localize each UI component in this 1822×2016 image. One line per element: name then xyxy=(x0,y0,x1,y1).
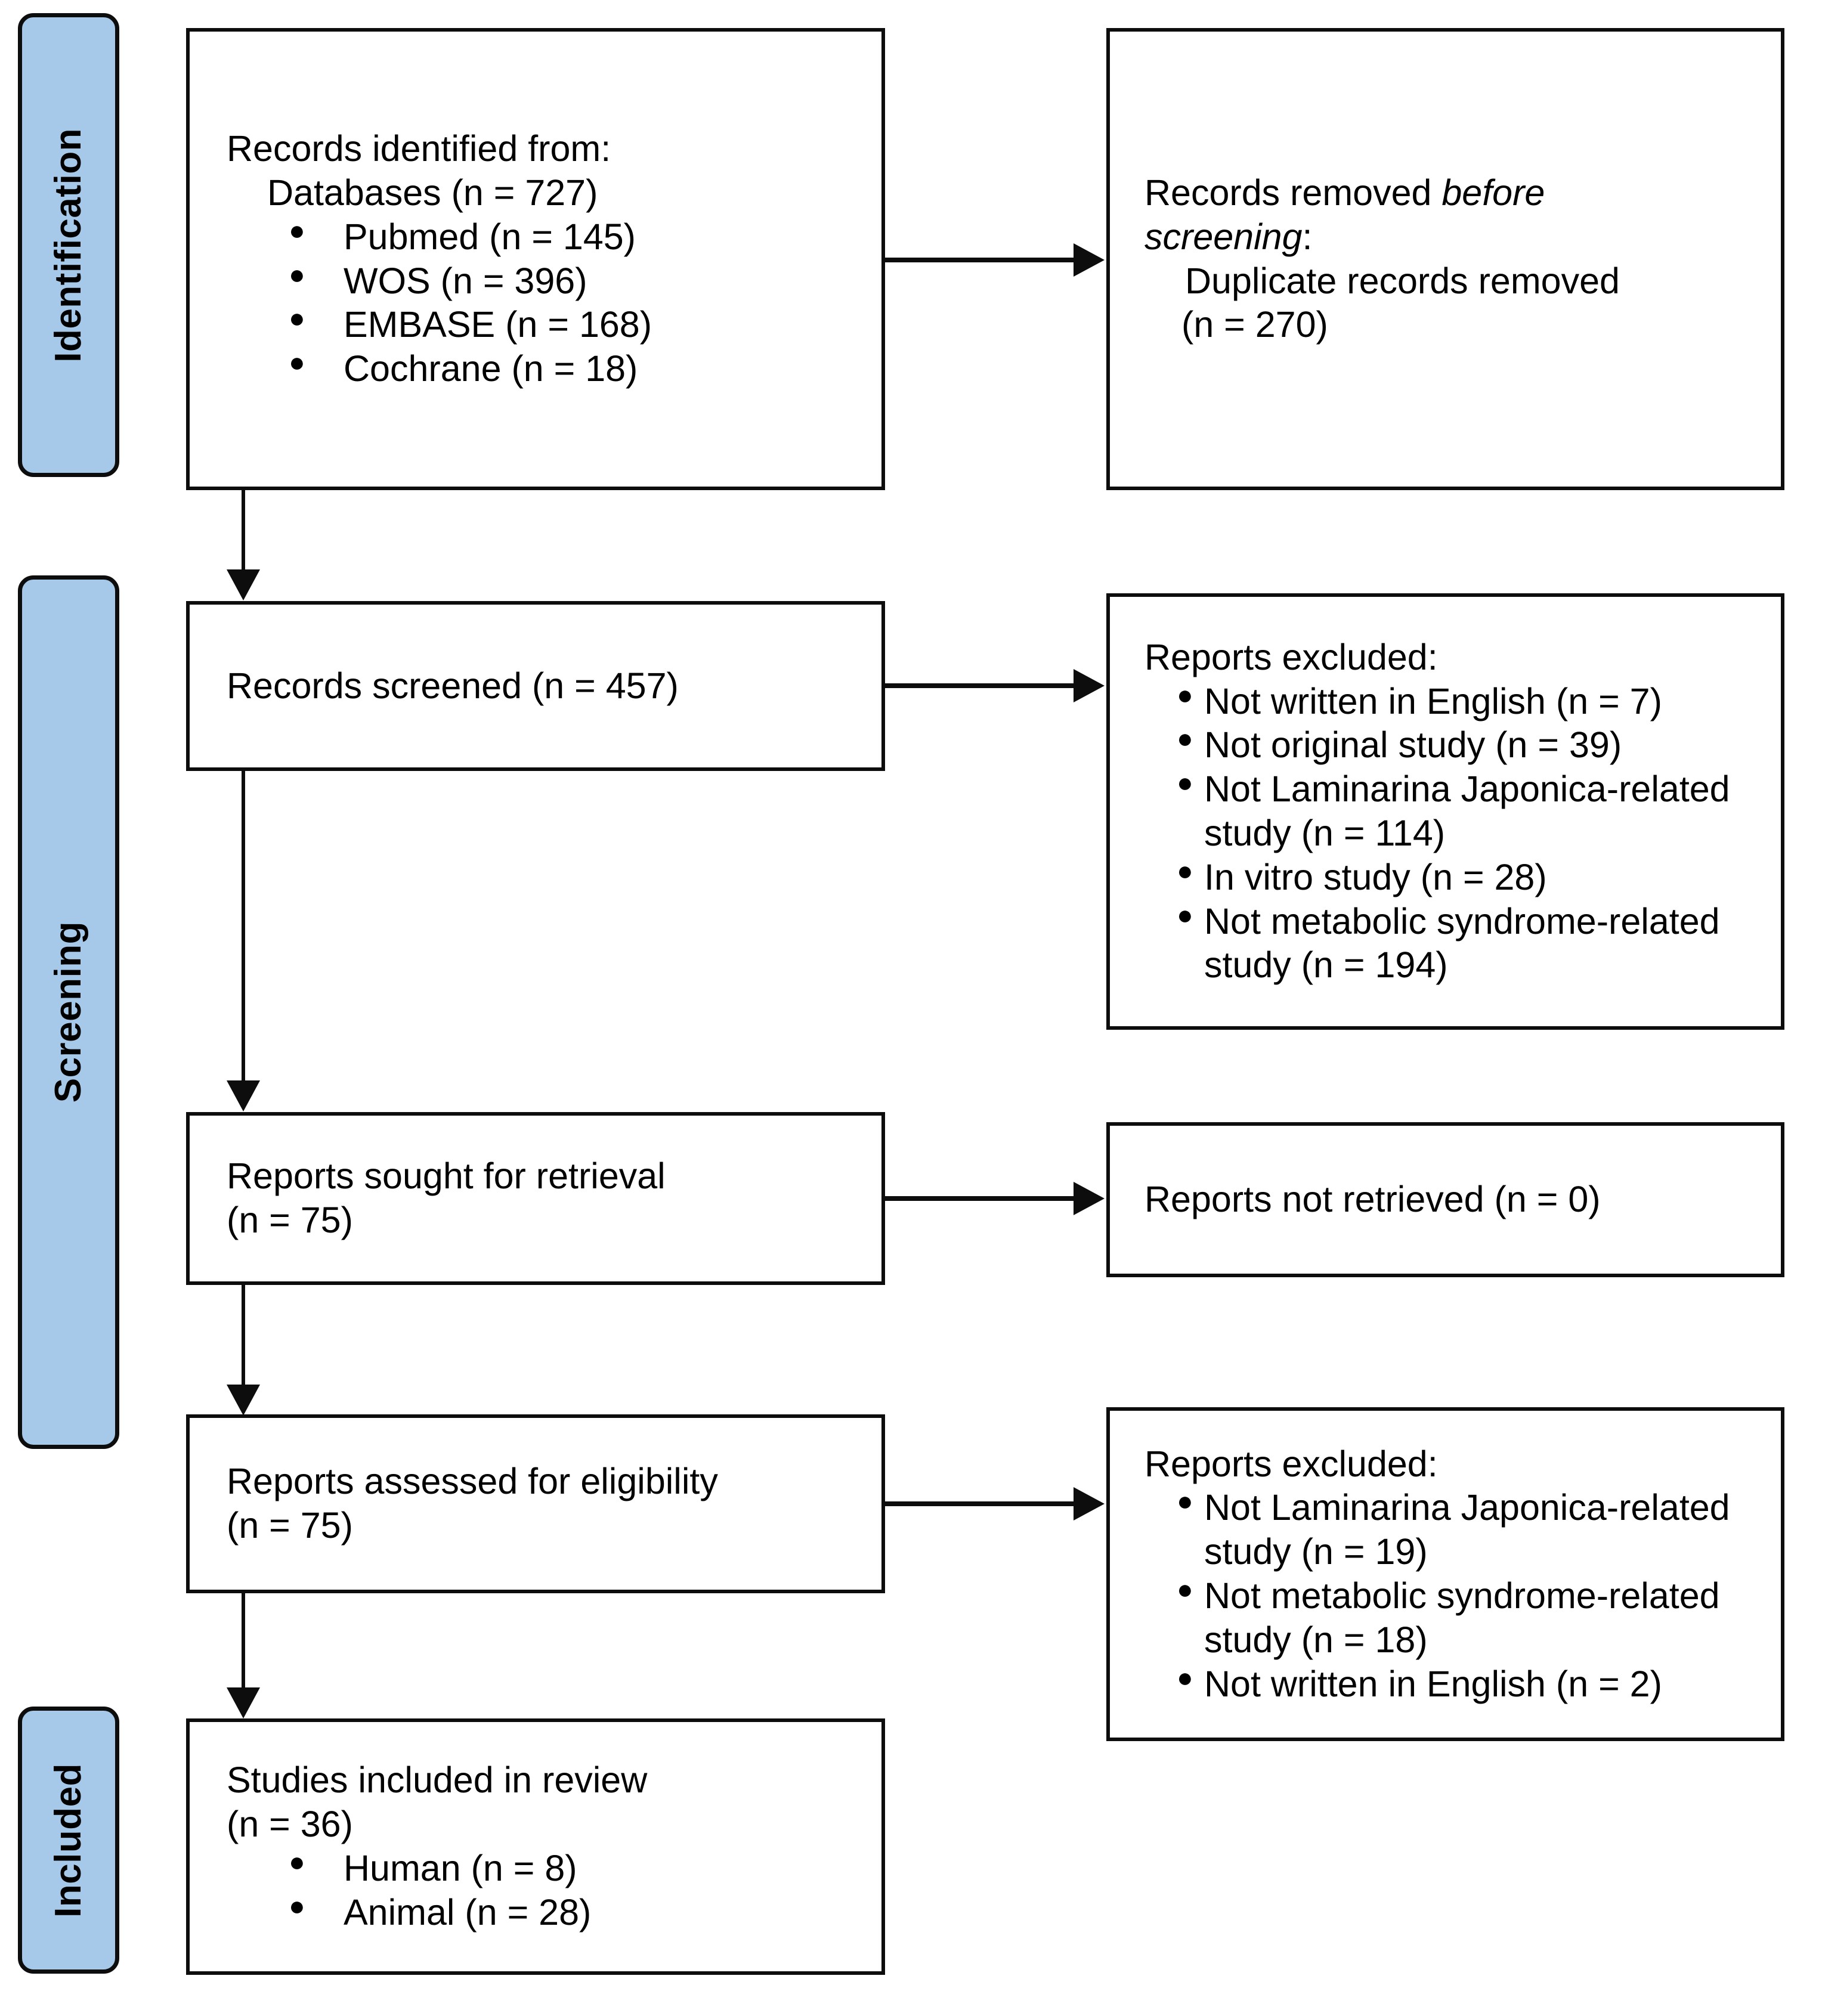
records-removed-line1-plain: Records removed xyxy=(1144,172,1442,213)
arrow-screened-to-sought xyxy=(227,1080,260,1111)
connector-sought-to-assessed xyxy=(242,1285,245,1389)
arrow-screened-to-excluded xyxy=(1074,669,1105,702)
list-item: Animal (n = 28) xyxy=(227,1890,881,1935)
records-removed-line1-italic: before xyxy=(1441,172,1545,213)
list-item: Not metabolic syndrome-related study (n … xyxy=(1144,1573,1781,1662)
list-item: Not original study (n = 39) xyxy=(1144,722,1781,767)
list-item: Cochrane (n = 18) xyxy=(227,346,881,391)
box-reports-sought: Reports sought for retrieval (n = 75) xyxy=(186,1112,885,1285)
list-item: Not written in English (n = 2) xyxy=(1144,1661,1781,1707)
stage-label-screening: Screening xyxy=(48,921,89,1103)
list-item: WOS (n = 396) xyxy=(227,258,881,304)
arrow-sought-to-not-retrieved xyxy=(1074,1182,1105,1215)
reports-sought-line2: (n = 75) xyxy=(227,1200,353,1240)
list-item: EMBASE (n = 168) xyxy=(227,302,881,347)
box-reports-not-retrieved: Reports not retrieved (n = 0) xyxy=(1106,1122,1784,1277)
studies-included-line2: (n = 36) xyxy=(227,1804,353,1845)
box-records-removed: Records removed before screening: Duplic… xyxy=(1106,28,1784,490)
arrow-identified-to-screened xyxy=(227,569,260,600)
records-removed-sub1: Duplicate records removed xyxy=(1185,260,1620,301)
connector-sought-to-not-retrieved xyxy=(885,1196,1076,1201)
list-item: Human (n = 8) xyxy=(227,1845,881,1891)
list-item: Pubmed (n = 145) xyxy=(227,214,881,259)
connector-identified-to-removed xyxy=(885,258,1076,262)
records-identified-subtitle: Databases (n = 727) xyxy=(267,172,598,213)
reports-assessed-line2: (n = 75) xyxy=(227,1505,353,1546)
records-removed-line2-italic: screening xyxy=(1144,216,1303,257)
stage-label-identification: Identification xyxy=(48,128,89,363)
list-item: Not Laminarina Japonica-related study (n… xyxy=(1144,766,1781,856)
arrow-assessed-to-included xyxy=(227,1687,260,1718)
reports-excluded-eligibility-title: Reports excluded: xyxy=(1144,1443,1438,1484)
connector-assessed-to-included xyxy=(242,1593,245,1692)
list-item: In vitro study (n = 28) xyxy=(1144,854,1781,900)
arrow-assessed-to-excluded xyxy=(1074,1487,1105,1520)
records-identified-source-list: Pubmed (n = 145) WOS (n = 396) EMBASE (n… xyxy=(227,214,881,391)
records-removed-line2-plain: : xyxy=(1302,216,1313,257)
stage-bar-screening: Screening xyxy=(18,575,119,1449)
box-reports-assessed: Reports assessed for eligibility (n = 75… xyxy=(186,1414,885,1593)
box-records-identified: Records identified from: Databases (n = … xyxy=(186,28,885,490)
arrow-sought-to-assessed xyxy=(227,1385,260,1416)
box-reports-excluded-screening: Reports excluded: Not written in English… xyxy=(1106,593,1784,1030)
box-records-screened: Records screened (n = 457) xyxy=(186,601,885,771)
box-reports-excluded-eligibility: Reports excluded: Not Laminarina Japonic… xyxy=(1106,1407,1784,1741)
stage-bar-identification: Identification xyxy=(18,13,119,477)
connector-screened-to-sought xyxy=(242,771,245,1084)
connector-identified-to-screened xyxy=(242,490,245,574)
stage-bar-included: Included xyxy=(18,1707,119,1974)
reports-excluded-eligibility-list: Not Laminarina Japonica-related study (n… xyxy=(1144,1485,1781,1707)
list-item: Not metabolic syndrome-related study (n … xyxy=(1144,899,1781,988)
reports-sought-line1: Reports sought for retrieval xyxy=(227,1156,666,1197)
records-removed-line2: screening: xyxy=(1144,215,1781,259)
stage-label-included: Included xyxy=(48,1763,89,1918)
studies-included-list: Human (n = 8) Animal (n = 28) xyxy=(227,1845,881,1935)
connector-screened-to-excluded xyxy=(885,683,1076,688)
arrow-identified-to-removed xyxy=(1074,243,1105,277)
reports-not-retrieved-text: Reports not retrieved (n = 0) xyxy=(1144,1179,1601,1220)
studies-included-line1: Studies included in review xyxy=(227,1760,648,1801)
reports-excluded-screening-list: Not written in English (n = 7) Not origi… xyxy=(1144,679,1781,988)
connector-assessed-to-excluded xyxy=(885,1501,1076,1506)
box-studies-included: Studies included in review (n = 36) Huma… xyxy=(186,1718,885,1975)
list-item: Not Laminarina Japonica-related study (n… xyxy=(1144,1485,1781,1574)
reports-assessed-line1: Reports assessed for eligibility xyxy=(227,1461,718,1502)
records-removed-line1: Records removed before xyxy=(1144,171,1781,215)
reports-excluded-screening-title: Reports excluded: xyxy=(1144,636,1438,677)
records-identified-title: Records identified from: xyxy=(227,128,611,169)
records-removed-sub2: (n = 270) xyxy=(1181,304,1328,345)
records-screened-text: Records screened (n = 457) xyxy=(227,665,679,706)
list-item: Not written in English (n = 7) xyxy=(1144,679,1781,724)
